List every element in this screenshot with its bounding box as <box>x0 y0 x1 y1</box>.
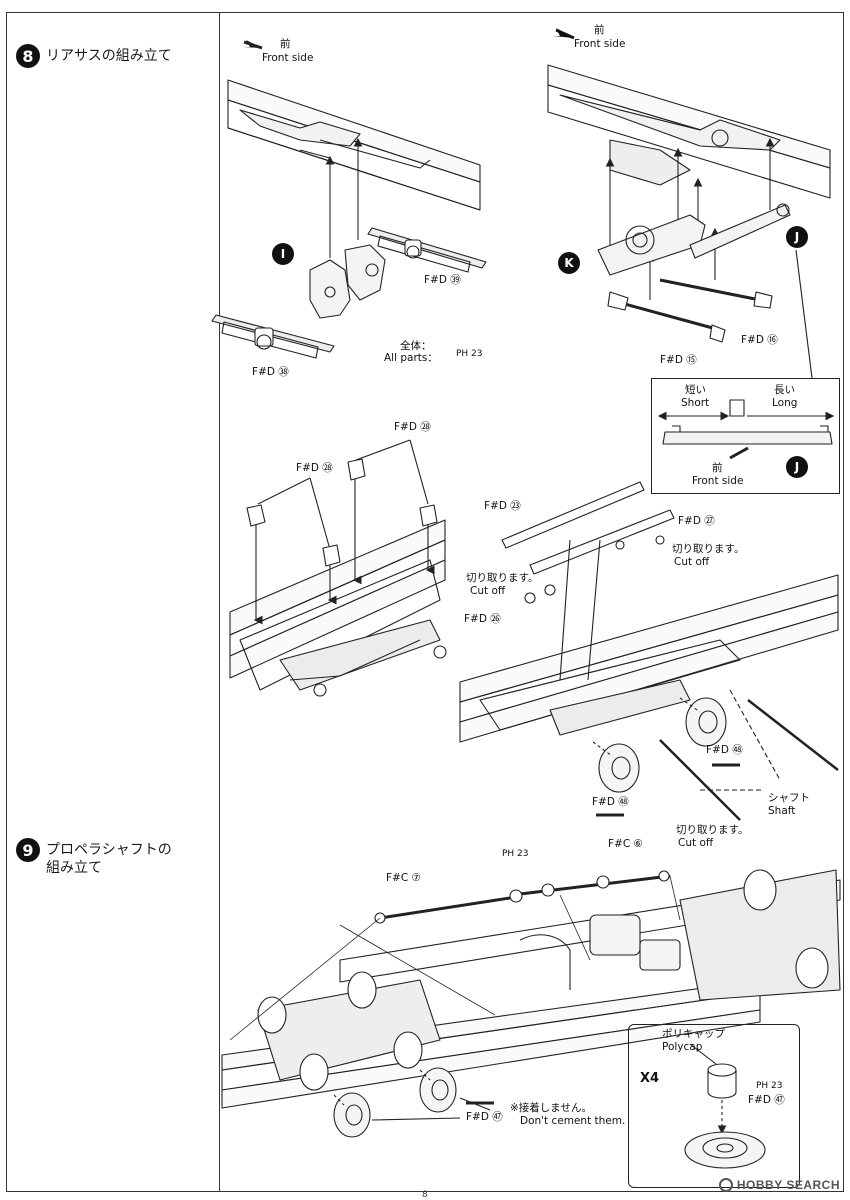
all-parts-label-jp: 全体： <box>400 340 432 352</box>
front-label-en-3: Front side <box>692 475 744 487</box>
label-fd28-a: F#D ㉘ <box>394 421 431 433</box>
polycap-inset <box>628 1024 800 1188</box>
label-fd27: F#D ㉗ <box>678 515 715 527</box>
label-fc7: F#C ⑦ <box>386 872 421 884</box>
shaft-label-en: Shaft <box>768 805 796 817</box>
step-8-header: 8 リアサスの組み立て <box>16 44 172 68</box>
page-number: 8 <box>422 1190 428 1200</box>
wheel-48-b <box>598 743 640 793</box>
part-badge-J: J <box>786 226 808 248</box>
short-long-inset <box>651 378 840 494</box>
rods-15-16 <box>607 278 773 343</box>
label-fd47-a: F#D ㊼ <box>466 1111 503 1123</box>
chassis-full <box>221 869 841 1109</box>
wheel-48-a <box>685 697 727 747</box>
leaf-spring-38 <box>211 314 335 359</box>
label-fd48-b: F#D ㊽ <box>592 796 629 808</box>
cutoff-label-jp-3: 切り取ります。 <box>676 824 749 836</box>
label-fd38: F#D ㊳ <box>252 366 289 378</box>
label-fd15: F#D ⑮ <box>660 354 697 366</box>
label-fd48-a: F#D ㊽ <box>706 744 743 756</box>
front-label-en-1: Front side <box>262 52 314 64</box>
part-badge-J-inset: J <box>786 456 808 478</box>
label-fd39: F#D ㊴ <box>424 274 461 286</box>
part-badge-I: I <box>272 243 294 265</box>
frame-rail-left <box>227 79 481 211</box>
rod-inset-drawing <box>657 399 835 460</box>
label-fd28-b: F#D ㉘ <box>296 462 333 474</box>
label-fc6: F#C ⑥ <box>608 838 643 850</box>
polycap-label-jp: ポリキャップ <box>662 1028 725 1040</box>
short-label-en: Short <box>681 397 710 409</box>
short-label-jp: 短い <box>685 384 706 396</box>
chassis-right-23 <box>459 481 839 743</box>
leaf-spring-39 <box>367 227 487 273</box>
column-divider <box>219 12 220 1192</box>
polycap-label-en: Polycap <box>662 1041 703 1053</box>
frame-rail-right <box>547 64 831 199</box>
wheel-47-b <box>333 1092 371 1138</box>
cutoff-label-en-3: Cut off <box>678 837 714 849</box>
watermark-logo-icon <box>718 1178 733 1192</box>
no-cement-label-en: Don't cement them. <box>520 1115 626 1127</box>
long-label-jp: 長い <box>774 384 795 396</box>
torque-rod-J <box>689 203 791 259</box>
label-fd47-b: F#D ㊼ <box>748 1094 785 1106</box>
label-fd26: F#D ㉖ <box>464 613 501 625</box>
quantity-label-x4: X4 <box>640 1071 660 1086</box>
hanger-I <box>309 244 386 319</box>
cutoff-label-jp-1: 切り取ります。 <box>672 543 745 555</box>
cutoff-label-en-2: Cut off <box>470 585 506 597</box>
step-9-number: 9 <box>16 838 40 862</box>
polycap-inset-drawing <box>684 1043 766 1169</box>
label-fd23: F#D ㉓ <box>484 500 521 512</box>
label-fd16: F#D ⑯ <box>741 334 778 346</box>
label-ph23-b: PH 23 <box>756 1081 783 1091</box>
front-label-jp-2: 前 <box>594 24 605 36</box>
front-label-jp-3: 前 <box>712 462 723 474</box>
cutoff-label-en-1: Cut off <box>674 556 710 568</box>
cutoff-label-jp-2: 切り取ります。 <box>466 572 539 584</box>
step-8-number: 8 <box>16 44 40 68</box>
propeller-shaft <box>374 870 671 924</box>
shaft-label-jp: シャフト <box>768 792 810 804</box>
watermark-text: HOBBY SEARCH <box>736 1178 840 1192</box>
page-frame <box>6 12 844 1192</box>
all-parts-label-en: All parts： <box>384 352 438 364</box>
step-9-title-line2: 組み立て <box>46 860 102 876</box>
label-ph23-a: PH 23 <box>502 849 529 859</box>
all-parts-ref: PH 23 <box>456 349 483 359</box>
front-label-jp-1: 前 <box>280 38 291 50</box>
step-8-title: リアサスの組み立て <box>46 48 172 64</box>
no-cement-label-jp: ※接着しません。 <box>510 1102 592 1114</box>
step-9-title: プロペラシャフトの 組み立て <box>46 838 172 877</box>
long-label-en: Long <box>772 397 798 409</box>
hobby-search-watermark: HOBBY SEARCH <box>718 1178 840 1192</box>
part-badge-K: K <box>558 252 580 274</box>
front-label-en-2: Front side <box>574 38 626 50</box>
chassis-left-28 <box>229 519 447 697</box>
axle-K <box>597 214 706 276</box>
step-9-header: 9 プロペラシャフトの 組み立て <box>16 838 172 877</box>
step-9-title-line1: プロペラシャフトの <box>46 842 172 858</box>
wheel-47-a <box>419 1067 457 1113</box>
